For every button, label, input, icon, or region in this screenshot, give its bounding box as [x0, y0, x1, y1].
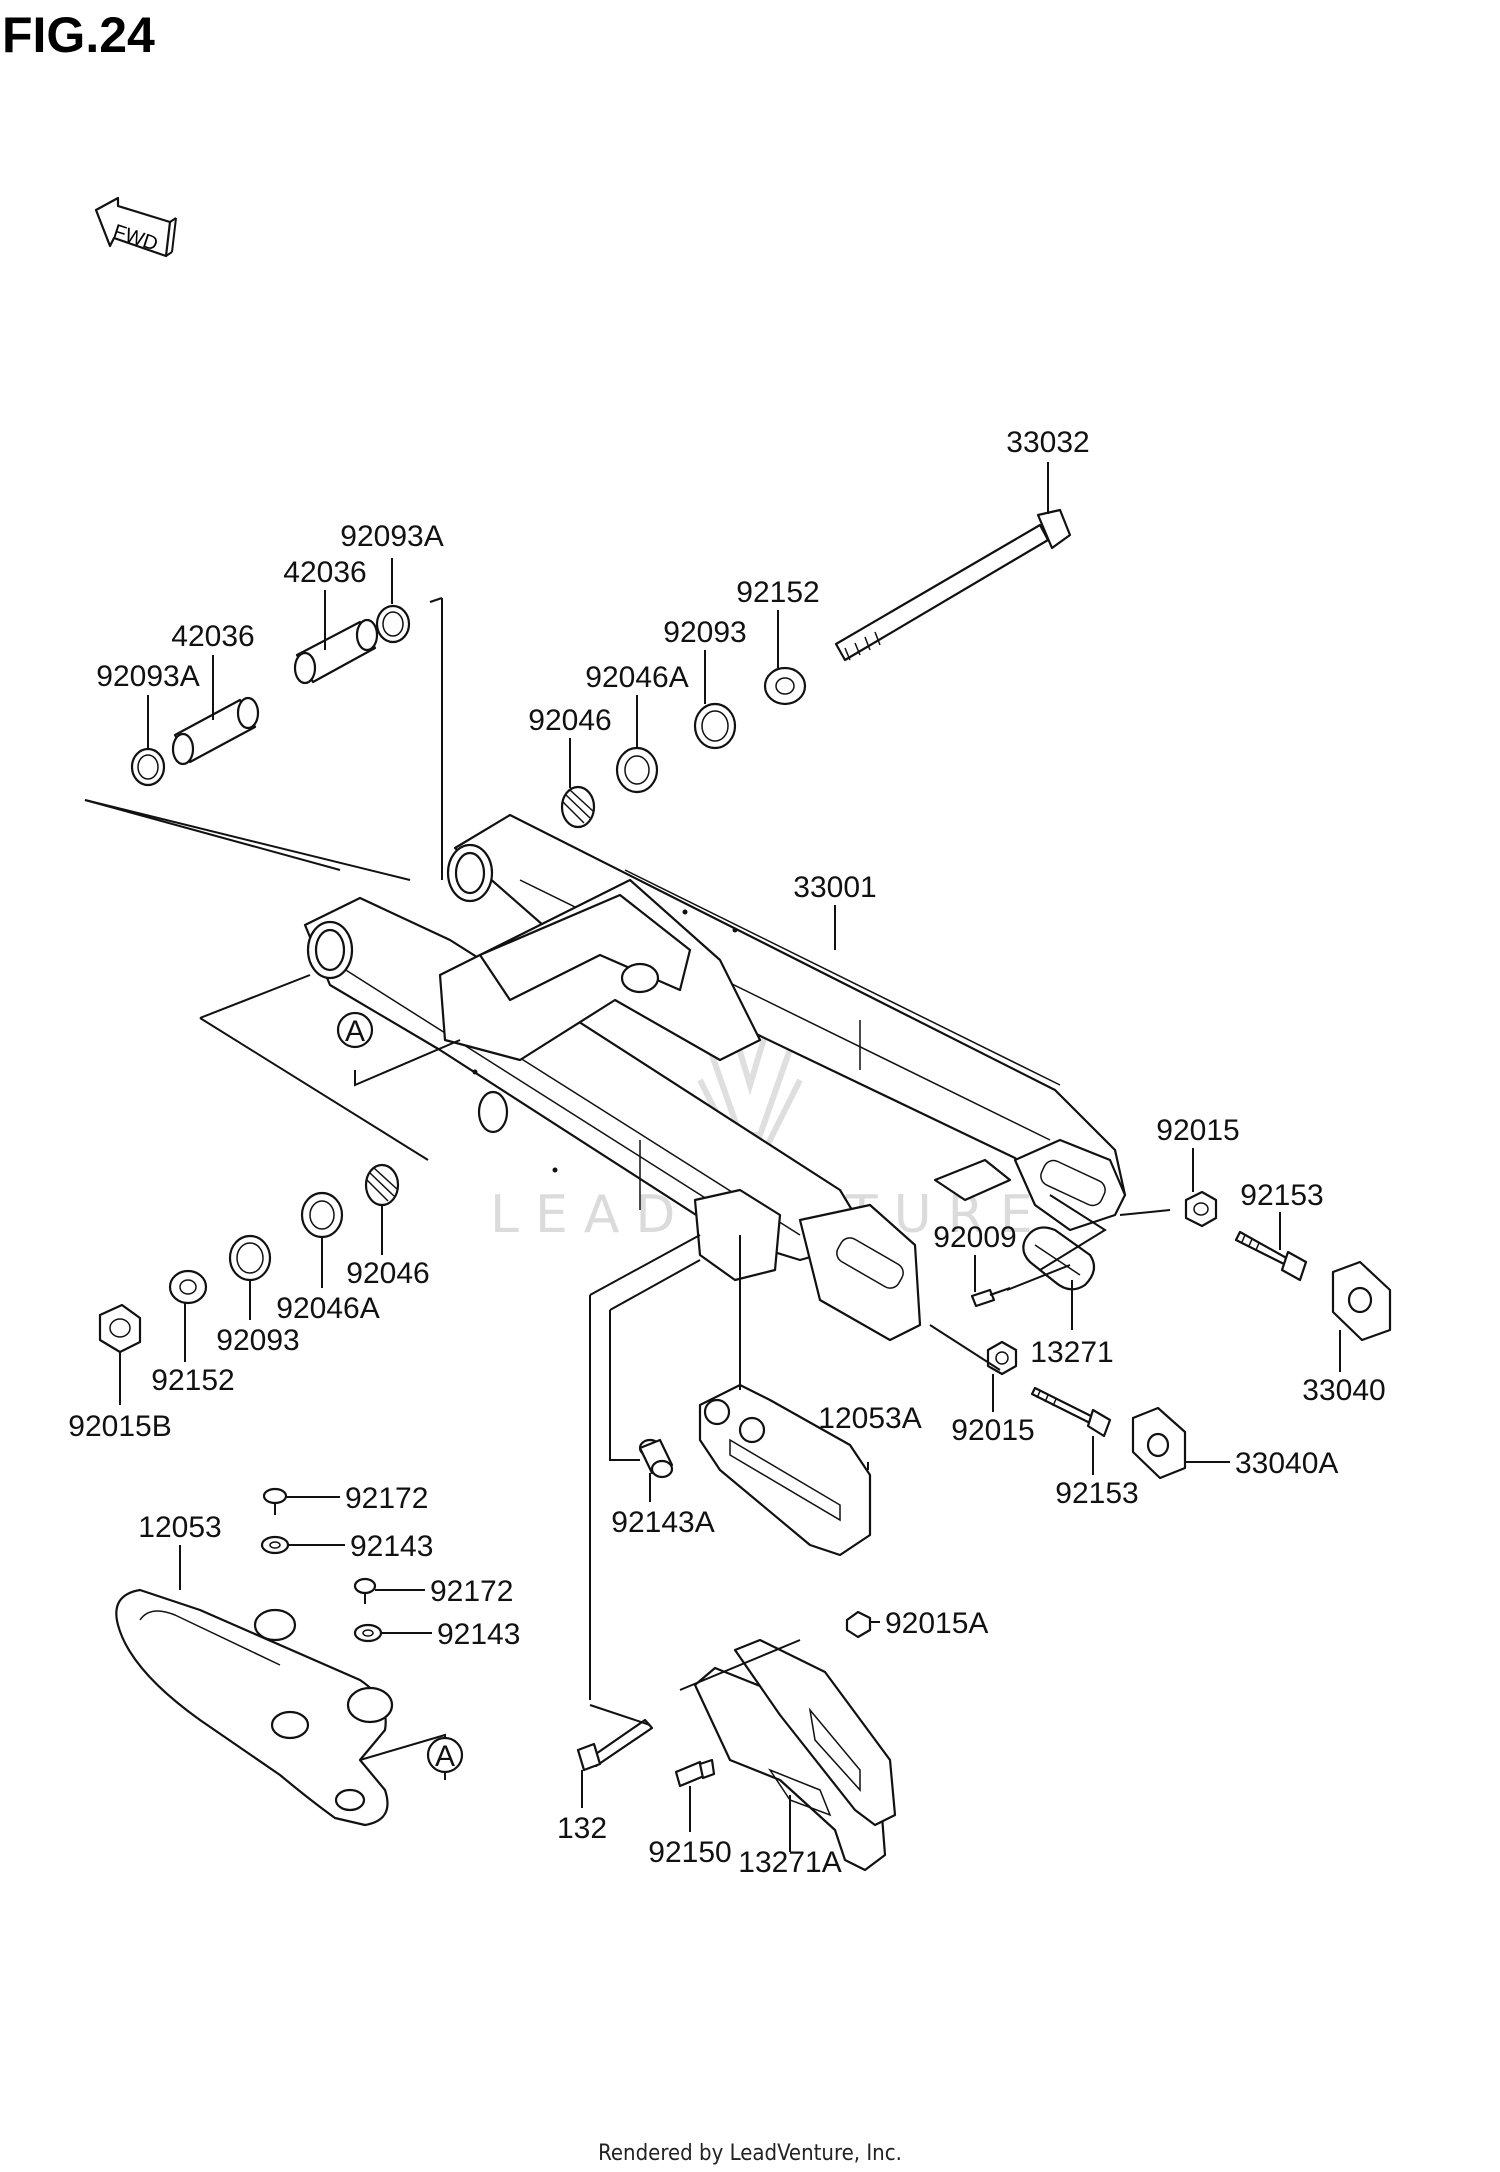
- label-92143a: 92143A: [611, 1506, 714, 1539]
- seal-92046a-bot: [300, 1191, 344, 1239]
- label-33040: 33040: [1302, 1374, 1385, 1407]
- bolt-92153-top: [1234, 1230, 1308, 1282]
- label-33032: 33032: [1006, 426, 1089, 459]
- nut-92015-right: [1184, 1190, 1218, 1228]
- label-92093a-top: 92093A: [340, 520, 443, 553]
- adjuster-33040: [1331, 1260, 1392, 1342]
- bolt-132: [576, 1718, 654, 1772]
- collar-92093a-top: [375, 604, 411, 644]
- label-92143-b: 92143: [437, 1618, 520, 1651]
- label-132: 132: [557, 1812, 607, 1845]
- nut-92015-mid: [986, 1340, 1018, 1376]
- label-92093a-left: 92093A: [96, 660, 199, 693]
- svg-text:A: A: [435, 1740, 455, 1773]
- label-92015-right: 92015: [1156, 1114, 1239, 1147]
- ref-marker-a-top: A: [336, 1011, 374, 1049]
- nut-92015a: [845, 1610, 872, 1639]
- label-92150: 92150: [648, 1836, 731, 1869]
- washer-92152-bot: [168, 1269, 208, 1305]
- collar-92093-top: [693, 702, 737, 750]
- seal-92046a-top: [615, 746, 659, 794]
- label-92009: 92009: [933, 1221, 1016, 1254]
- screw-92009: [970, 1287, 1011, 1308]
- label-92046-bot: 92046: [346, 1257, 429, 1290]
- collar-92093a-left: [130, 747, 166, 787]
- swingarm-33001: [303, 813, 1127, 1342]
- label-92015-mid: 92015: [951, 1414, 1034, 1447]
- label-92046-top: 92046: [528, 704, 611, 737]
- label-92093-top: 92093: [663, 616, 746, 649]
- collar-92143-b: [353, 1623, 383, 1643]
- leader-lines: [84, 462, 1341, 1852]
- adjuster-33040a: [1131, 1406, 1187, 1480]
- label-13271a: 13271A: [738, 1846, 841, 1879]
- label-12053: 12053: [138, 1511, 221, 1544]
- chain-guide-arm-12053: [115, 1588, 394, 1827]
- sleeve-42036-top: [293, 618, 379, 685]
- screw-92172-b: [353, 1577, 377, 1604]
- washer-92152-top: [763, 666, 807, 706]
- label-92015a: 92015A: [885, 1607, 988, 1640]
- label-92046a-bot: 92046A: [276, 1292, 379, 1325]
- label-92152-bot: 92152: [151, 1364, 234, 1397]
- screw-92172-a: [262, 1487, 288, 1515]
- needle-bearing-92046-top: [560, 785, 596, 829]
- ref-marker-a-bottom: A: [426, 1736, 464, 1774]
- chain-guide-13271a: [693, 1638, 897, 1872]
- label-92143-a: 92143: [350, 1530, 433, 1563]
- label-92015b: 92015B: [68, 1410, 171, 1443]
- collar-92093-bot: [228, 1234, 272, 1282]
- label-92153-top: 92153: [1240, 1179, 1323, 1212]
- figure-title: FIG.24: [2, 7, 155, 63]
- svg-text:A: A: [345, 1015, 365, 1048]
- label-33040a: 33040A: [1235, 1447, 1338, 1480]
- needle-bearing-92046-bot: [364, 1163, 400, 1207]
- pivot-bolt-33032: [834, 508, 1072, 662]
- label-92172-a: 92172: [345, 1482, 428, 1515]
- label-92172-b: 92172: [430, 1575, 513, 1608]
- nut-92015b: [98, 1303, 142, 1354]
- label-12053a: 12053A: [818, 1402, 921, 1435]
- collar-92143-a: [260, 1535, 290, 1555]
- label-13271: 13271: [1030, 1336, 1113, 1369]
- label-92046a-top: 92046A: [585, 661, 688, 694]
- spacer-92143a: [638, 1438, 674, 1479]
- label-92152-top: 92152: [736, 576, 819, 609]
- chain-slider-12053a: [698, 1383, 872, 1557]
- bolt-92153-bot: [1030, 1386, 1112, 1438]
- footer-credit: Rendered by LeadVenture, Inc.: [598, 2141, 902, 2166]
- label-33001: 33001: [793, 871, 876, 904]
- bolt-92150: [674, 1758, 716, 1788]
- sleeve-42036-mid: [171, 696, 260, 766]
- label-42036-top: 42036: [283, 556, 366, 589]
- label-92153-bot: 92153: [1055, 1477, 1138, 1510]
- label-92093-bot: 92093: [216, 1324, 299, 1357]
- label-42036-mid: 42036: [171, 620, 254, 653]
- fwd-arrow-icon: FWD: [94, 196, 177, 258]
- part-labels: 33032 92093A 42036 42036 92093A 92152 92…: [68, 426, 1385, 1879]
